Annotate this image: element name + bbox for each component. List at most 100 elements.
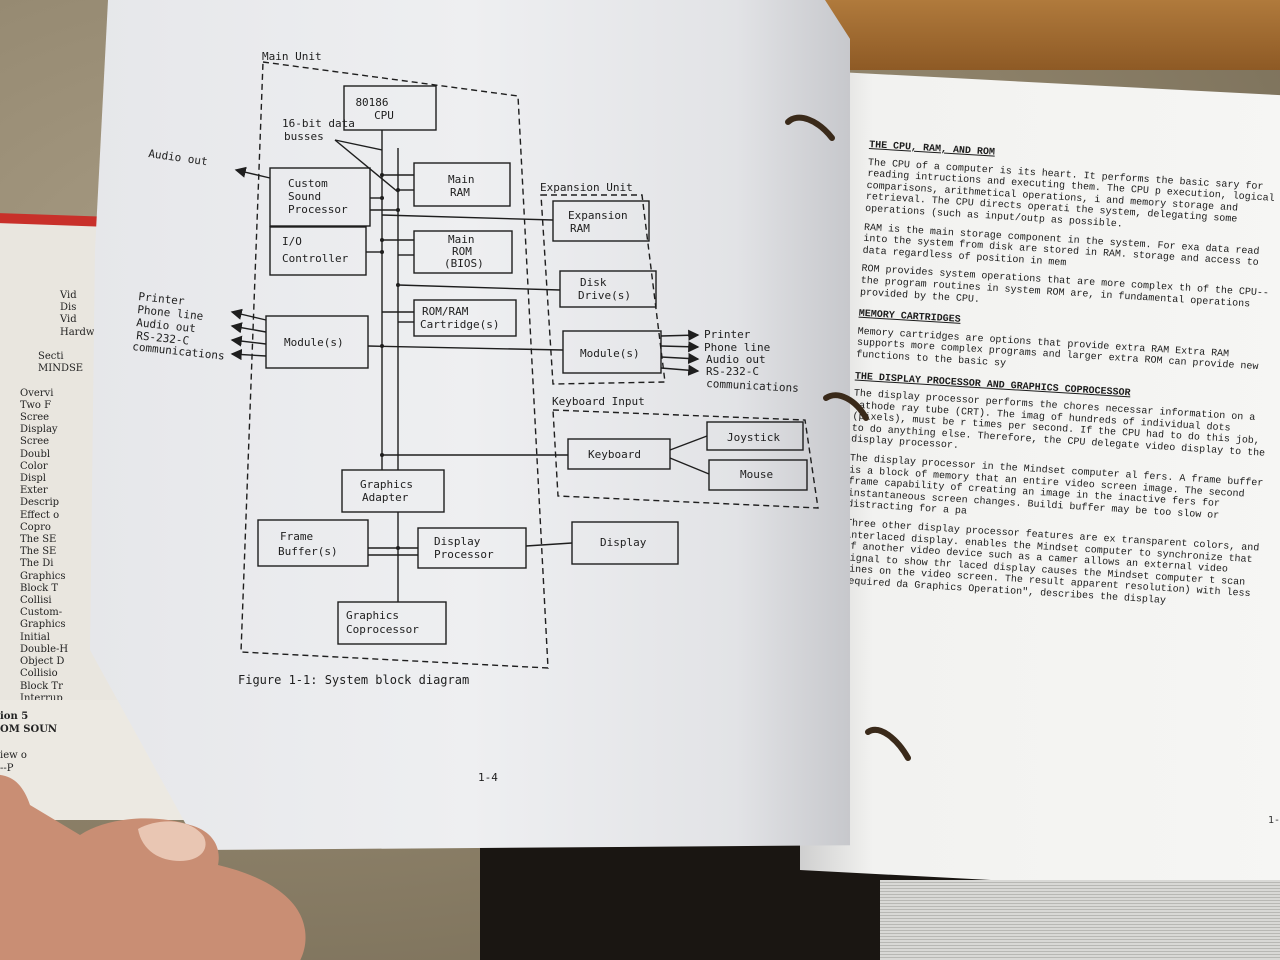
frame-buffer-label-2: Buffer(s): [278, 545, 338, 558]
back-page-line: Exter: [20, 485, 48, 497]
back-page-line: Hardw: [60, 326, 95, 338]
graphics-coprocessor-box: [337, 601, 447, 645]
back-page-line: OM SOUN: [0, 724, 58, 735]
binder-rings: [785, 114, 911, 761]
back-page-line: The Di: [20, 558, 54, 570]
module-left-label: Module(s): [284, 336, 344, 349]
back-page-line: Object D: [20, 656, 65, 668]
main-page: [90, 0, 850, 850]
frame-buffer-label-1: Frame: [280, 530, 313, 543]
module-right-box: [562, 330, 662, 374]
display-processor-label-1: Display: [434, 535, 481, 548]
sound-label-3: Processor: [288, 203, 348, 216]
back-page-line: The SE: [20, 534, 57, 546]
main-unit-border: [240, 61, 549, 669]
module-right-label: Module(s): [580, 347, 640, 360]
cpu-label-1: 80186: [355, 96, 388, 109]
keyboard-label: Keyboard: [588, 448, 641, 461]
back-page-line: Vid: [60, 290, 77, 301]
expansion-unit-label: Expansion Unit: [540, 181, 633, 194]
busses-label-1: 16-bit data: [282, 117, 355, 130]
binder-ring-icon: [785, 114, 835, 141]
expansion-ram-label-2: RAM: [570, 222, 590, 235]
coprocessor-label-2: Coprocessor: [346, 623, 419, 636]
back-page-line: Graphics: [20, 619, 66, 631]
back-page-line: Custom-: [20, 607, 63, 619]
back-page-line: Overvi: [20, 387, 54, 399]
right-output-1: Printer: [704, 328, 751, 341]
back-page-line: Displ: [20, 473, 46, 485]
back-page-line: Graphics: [20, 570, 66, 582]
disk-box: [559, 270, 657, 308]
display-processor-label-2: Processor: [434, 548, 494, 561]
left-output-3: Audio out: [136, 316, 197, 335]
hand-image: [0, 774, 306, 960]
cart-label-1: ROM/RAM: [422, 305, 469, 318]
main-unit-label: Main Unit: [262, 50, 322, 63]
rom-label-3: (BIOS): [444, 257, 484, 270]
back-page-line: Vid: [60, 314, 77, 326]
cart-label-2: Cartridge(s): [420, 318, 499, 331]
back-page-line: Double-H: [20, 643, 69, 655]
main-ram-label-2: RAM: [450, 186, 470, 199]
frame-buffer-box: [257, 519, 369, 567]
rom-label-1: Main: [448, 233, 475, 246]
page-number: 1-4: [478, 771, 498, 784]
expansion-ram-box: [552, 200, 650, 242]
mouse-box: [708, 459, 808, 491]
io-label-2: Controller: [282, 252, 349, 265]
binder-page-edges: [880, 880, 1280, 960]
left-output-1: Printer: [138, 290, 186, 308]
main-ram-box: [413, 162, 511, 207]
io-label-1: I/O: [282, 235, 302, 248]
graphics-adapter-label-2: Adapter: [362, 491, 409, 504]
main-ram-label-1: Main: [448, 173, 475, 186]
coprocessor-label-1: Graphics: [346, 609, 399, 622]
back-page-line: Scree: [20, 412, 50, 424]
expansion-unit-border: [540, 194, 666, 385]
cpu-box: [343, 85, 437, 131]
cart-box: [413, 299, 517, 337]
right-output-3: Audio out: [706, 353, 766, 366]
rom-label-2: ROM: [452, 245, 472, 258]
back-page-line: Block Tr: [20, 680, 63, 692]
disk-label-2: Drive(s): [578, 289, 631, 302]
back-page-line: Copro: [20, 521, 51, 533]
wooden-board: [820, 0, 1280, 70]
back-page-line: Interrup: [20, 692, 63, 704]
back-page-line: Effect o: [20, 509, 60, 521]
sound-label-2: Sound: [288, 190, 321, 203]
binder-ring-icon: [823, 392, 869, 421]
binder-ring-icon: [865, 727, 911, 761]
back-page-line: Secti: [38, 351, 64, 363]
graphics-adapter-label-1: Graphics: [360, 478, 413, 491]
back-page-line: Doubl: [20, 448, 51, 460]
sound-label-1: Custom: [288, 177, 328, 190]
right-output-2: Phone line: [704, 341, 770, 354]
keyboard-input-label: Keyboard Input: [552, 395, 645, 408]
back-page-line: Scree: [20, 436, 50, 448]
figure-caption: Figure 1-1: System block diagram: [238, 673, 469, 687]
back-page-line: Block T: [20, 582, 59, 594]
keyboard-box: [567, 438, 671, 470]
back-page-line: Collisio: [20, 668, 58, 680]
back-page-line: ion 5: [0, 711, 29, 722]
left-output-4: RS-232-C: [136, 329, 190, 347]
graphics-adapter-box: [341, 469, 445, 513]
back-page-line: MINDSE: [38, 363, 84, 375]
right-output-4: RS-232-C: [706, 365, 759, 378]
back-page-line: Initial: [20, 631, 50, 643]
expansion-ram-label-1: Expansion: [568, 209, 628, 222]
back-page-line: iew o: [0, 750, 27, 761]
right-page-number: 1-: [1268, 815, 1280, 826]
right-output-5: communications: [706, 377, 799, 395]
module-left-box: [265, 315, 369, 369]
back-page-line: The SE: [20, 546, 57, 558]
back-page-line: Two F: [20, 399, 52, 411]
back-page-line: Dis: [60, 302, 77, 314]
main-rom-box: [413, 230, 513, 274]
back-page-line: Descrip: [20, 497, 60, 509]
cpu-label-2: CPU: [374, 109, 394, 122]
